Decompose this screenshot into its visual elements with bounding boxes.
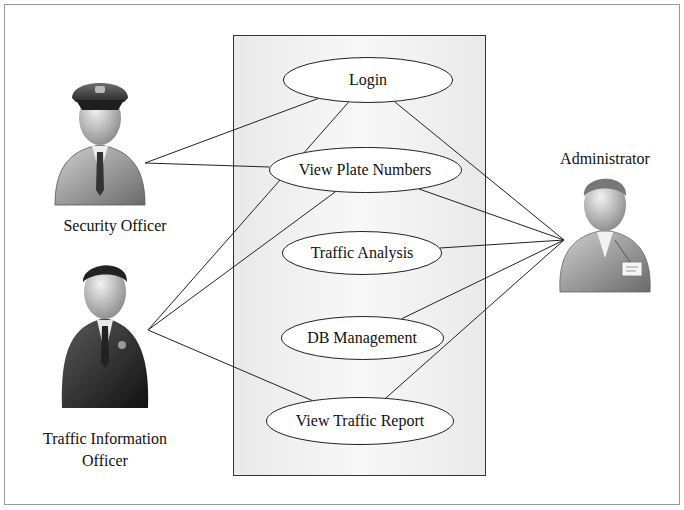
use-case-label: Login [283, 57, 453, 103]
actor-label: Traffic Information Officer [25, 428, 185, 472]
actor: Security Officer [45, 55, 185, 237]
actor: Administrator [540, 148, 670, 298]
association-line [148, 102, 348, 330]
use-case-label: View Plate Numbers [269, 147, 462, 193]
association-line [145, 163, 269, 167]
association-line [440, 240, 564, 248]
use-case-label: Traffic Analysis [282, 231, 442, 275]
security-officer-icon [55, 83, 145, 205]
actor-label: Administrator [540, 148, 670, 170]
use-case-label: View Traffic Report [266, 397, 454, 445]
use-case-ellipse: DB Management [281, 316, 444, 360]
association-line [419, 189, 564, 240]
actor-label: Security Officer [45, 215, 185, 237]
use-case-label: DB Management [281, 316, 444, 360]
traffic-officer-icon [62, 265, 148, 408]
system-boundary [234, 36, 486, 476]
outer-frame [5, 5, 680, 505]
association-line [145, 99, 318, 163]
use-case-ellipse: Login [283, 57, 453, 103]
actor: Traffic Information Officer [25, 262, 185, 477]
administrator-icon [560, 179, 650, 292]
use-case-ellipse: View Traffic Report [266, 397, 454, 445]
use-case-ellipse: View Plate Numbers [269, 147, 462, 193]
use-case-ellipse: Traffic Analysis [282, 231, 442, 275]
